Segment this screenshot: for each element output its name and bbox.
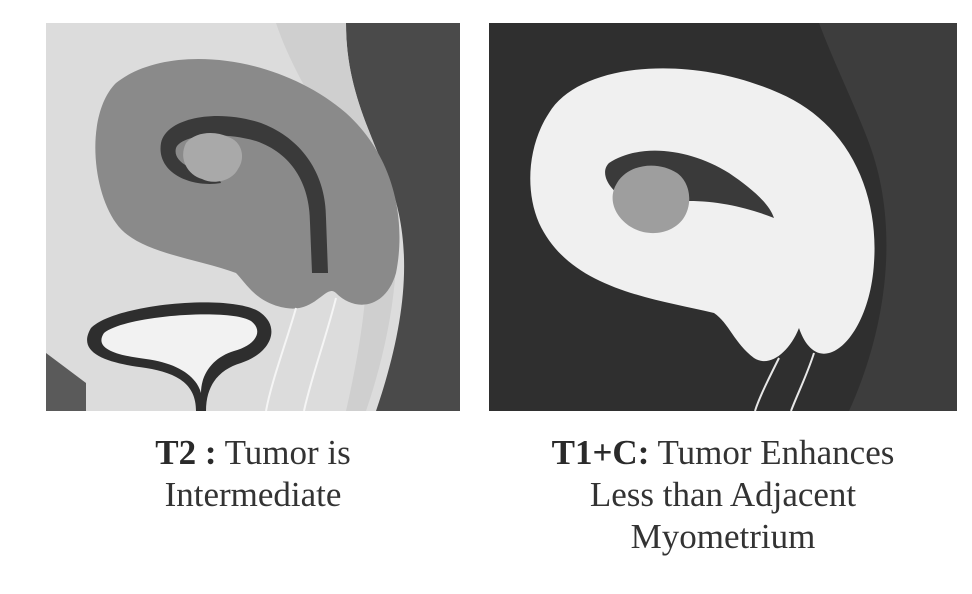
t1c-posterior-dark [819, 23, 957, 411]
t1c-cervix-line-1 [754, 357, 780, 411]
t1c-caption-text-2: Less than Adjacent [589, 475, 857, 514]
t2-corner-dark [46, 353, 86, 411]
t2-caption-text-2: Intermediate [164, 475, 342, 514]
t2-posterior-dark [346, 23, 460, 411]
t2-panel [46, 23, 460, 411]
t2-cervix-line-2 [303, 297, 337, 411]
t1c-myometrium [530, 68, 875, 362]
t1c-tumor [612, 165, 690, 234]
t1c-caption: T1+C: Tumor Enhances Less than Adjacent … [489, 432, 957, 558]
t1c-cervix-line-2 [790, 352, 815, 411]
t2-bladder-lumen [101, 314, 258, 393]
t1c-panel [489, 23, 957, 411]
t2-tumor [183, 133, 243, 182]
t2-caption-line-1: T2 : Tumor is [46, 432, 460, 474]
t2-caption-text-1: Tumor is [224, 433, 351, 472]
t2-caption: T2 : Tumor is Intermediate [46, 432, 460, 516]
t1c-caption-text-1: Tumor Enhances [657, 433, 895, 472]
t2-junctional-zone [160, 115, 328, 273]
t2-caption-bold: T2 : [155, 433, 217, 472]
t1c-caption-bold: T1+C: [551, 433, 650, 472]
t2-cervix-line-1 [265, 307, 297, 411]
t1c-illustration [489, 23, 957, 411]
t2-posterior-band [276, 23, 397, 411]
t2-illustration [46, 23, 460, 411]
t1c-caption-line-1: T1+C: Tumor Enhances [489, 432, 957, 474]
t1c-caption-text-3: Myometrium [630, 517, 816, 556]
